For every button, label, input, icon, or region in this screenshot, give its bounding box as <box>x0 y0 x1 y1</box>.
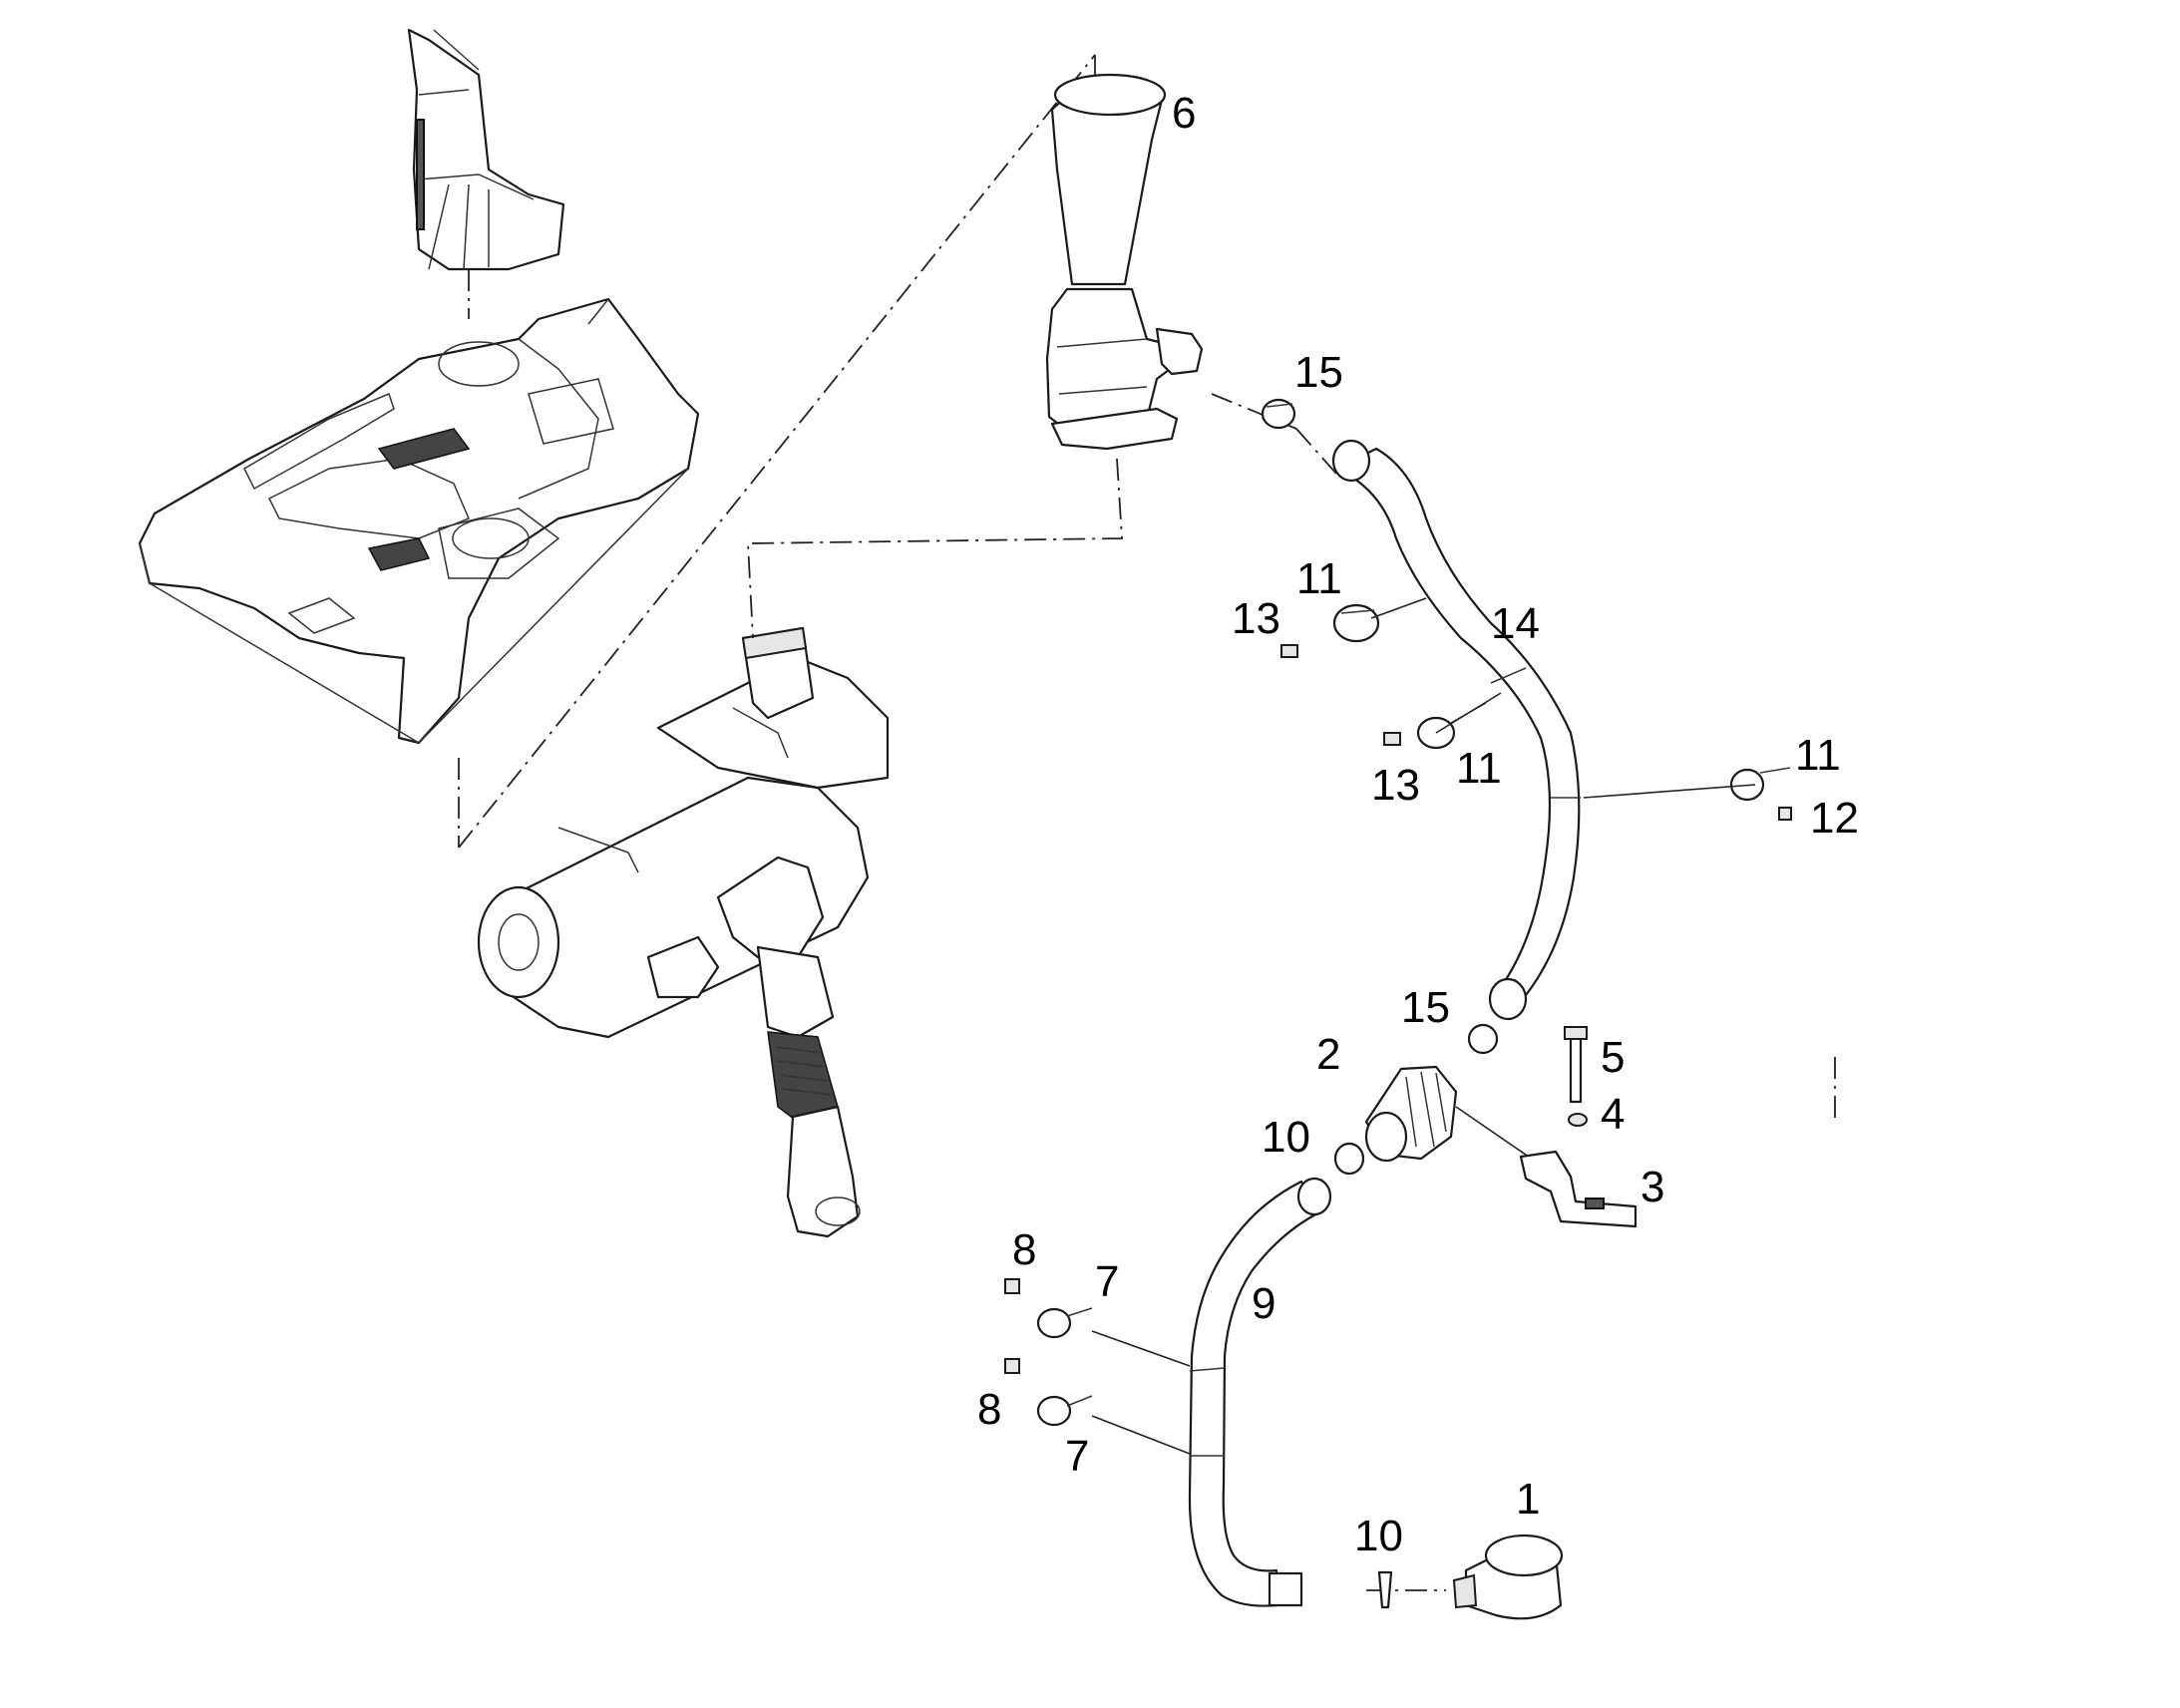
clamp-7-b <box>1036 1395 1191 1455</box>
callout-13-a: 13 <box>1232 594 1280 643</box>
clamp-11-b <box>1416 702 1487 750</box>
clamp-10-upper <box>1333 1142 1365 1176</box>
muffler-assembly <box>477 626 890 1238</box>
engine-cover-panel <box>138 297 700 745</box>
clamp-10-lower <box>1377 1570 1393 1609</box>
callout-2: 2 <box>1316 1030 1340 1079</box>
callout-13-b: 13 <box>1371 761 1420 810</box>
clamp-11-a <box>1332 603 1380 643</box>
callout-11-b: 11 <box>1456 744 1502 793</box>
callout-labels: 6 15 11 13 14 13 11 11 12 15 2 5 4 10 3 … <box>977 89 1859 1560</box>
screw-12 <box>1778 807 1792 821</box>
clamp-15-lower <box>1467 1023 1499 1055</box>
intake-snorkel <box>407 28 565 271</box>
callout-5: 5 <box>1601 1033 1625 1082</box>
screw-8-a <box>1004 1278 1020 1294</box>
callout-8-a: 8 <box>1012 1225 1036 1274</box>
callout-7-a: 7 <box>1095 1257 1119 1306</box>
screw-13-b <box>1383 732 1401 746</box>
screw-8-b <box>1004 1358 1020 1374</box>
assembly-leader-lines <box>458 54 1836 1591</box>
part-1-intake-adapter <box>1452 1534 1564 1620</box>
part-4-washer <box>1568 1113 1588 1127</box>
part-5-bolt <box>1564 1026 1588 1104</box>
callout-12: 12 <box>1810 794 1859 843</box>
part-6-intake-funnel <box>1045 73 1204 451</box>
part-9-lower-hose <box>1188 1177 1332 1607</box>
callout-9: 9 <box>1252 1279 1275 1328</box>
callout-8-b: 8 <box>977 1385 1001 1434</box>
part-3-bracket <box>1519 1150 1637 1228</box>
clamp-7-a <box>1036 1307 1191 1367</box>
clamp-15-upper <box>1261 398 1296 430</box>
screw-13-a <box>1280 644 1298 658</box>
callout-11-a: 11 <box>1296 554 1342 603</box>
callout-3: 3 <box>1640 1163 1664 1211</box>
callout-11-c: 11 <box>1795 731 1841 780</box>
callout-10-top: 10 <box>1262 1113 1310 1162</box>
part-2-check-valve <box>1364 1065 1537 1163</box>
clamp-11-c <box>1729 767 1791 802</box>
callout-15-bottom: 15 <box>1401 983 1450 1032</box>
callout-7-b: 7 <box>1065 1432 1089 1481</box>
callout-1: 1 <box>1516 1475 1540 1524</box>
callout-10-bottom: 10 <box>1354 1512 1403 1560</box>
callout-15-top: 15 <box>1294 348 1343 397</box>
callout-14: 14 <box>1491 599 1540 648</box>
callout-leaders <box>1370 597 1756 799</box>
callout-6: 6 <box>1172 89 1196 138</box>
part-14-upper-hose <box>1331 439 1581 1021</box>
callout-4: 4 <box>1601 1090 1625 1139</box>
